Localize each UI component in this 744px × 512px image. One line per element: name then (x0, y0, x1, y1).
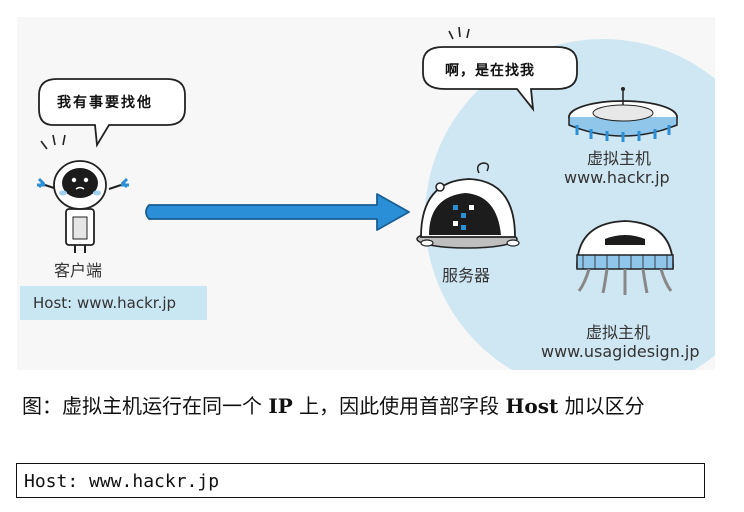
caption-prefix: 图：虚拟主机运行在同一个 (22, 394, 269, 418)
virtual-host-1-domain: www.hackr.jp (564, 168, 670, 187)
client-robot-icon (37, 134, 129, 253)
code-block: Host: www.hackr.jp (16, 463, 705, 498)
caption-ip: IP (268, 394, 293, 418)
caption-suffix: 加以区分 (558, 394, 645, 418)
figure-caption: 图：虚拟主机运行在同一个 IP 上，因此使用首部字段 Host 加以区分 (22, 392, 712, 421)
server-label: 服务器 (442, 266, 491, 285)
client-host-text: Host: www.hackr.jp (33, 294, 177, 312)
caption-host: Host (505, 394, 559, 418)
server-bubble-text: 啊，是在找我 (445, 63, 535, 79)
caption-middle: 上，因此使用首部字段 (292, 394, 506, 418)
virtual-host-1-title: 虚拟主机 (587, 149, 652, 168)
server-speech-bubble (422, 26, 578, 112)
virtual-host-1-icon (568, 87, 678, 142)
request-arrow (145, 193, 410, 231)
client-host-box: Host: www.hackr.jp (20, 286, 207, 320)
diagram-illustration (37, 26, 715, 370)
client-speech-bubble (38, 78, 186, 148)
virtual-host-2-domain: www.usagidesign.jp (541, 342, 700, 361)
diagram-figure: 我有事要找他 啊，是在找我 客户端 Host: www.hackr.jp 服务器… (17, 17, 715, 370)
virtual-host-2-title: 虚拟主机 (586, 323, 651, 342)
client-label: 客户端 (54, 261, 103, 280)
virtual-host-2-icon (576, 220, 674, 295)
server-robot-icon (416, 162, 520, 249)
code-text: Host: www.hackr.jp (24, 471, 220, 492)
client-bubble-text: 我有事要找他 (57, 95, 153, 111)
